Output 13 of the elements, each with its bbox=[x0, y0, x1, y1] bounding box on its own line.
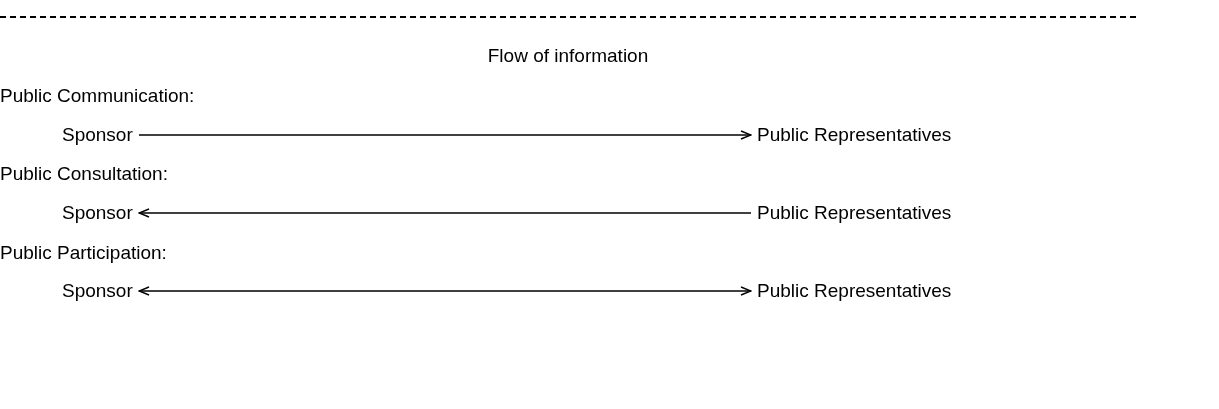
party-label: Sponsor bbox=[62, 202, 133, 224]
party-label: Sponsor bbox=[62, 124, 133, 146]
section-heading: Public Consultation: bbox=[0, 163, 168, 185]
title: Flow of information bbox=[486, 45, 650, 67]
arrow bbox=[138, 130, 752, 140]
section-heading: Public Communication: bbox=[0, 85, 195, 107]
arrow bbox=[138, 208, 752, 218]
party-label: Public Representatives bbox=[757, 202, 952, 224]
party-label: Public Representatives bbox=[757, 280, 952, 302]
party-label: Sponsor bbox=[62, 280, 133, 302]
party-label: Public Representatives bbox=[757, 124, 952, 146]
arrow bbox=[138, 286, 752, 296]
section-heading: Public Participation: bbox=[0, 242, 167, 264]
